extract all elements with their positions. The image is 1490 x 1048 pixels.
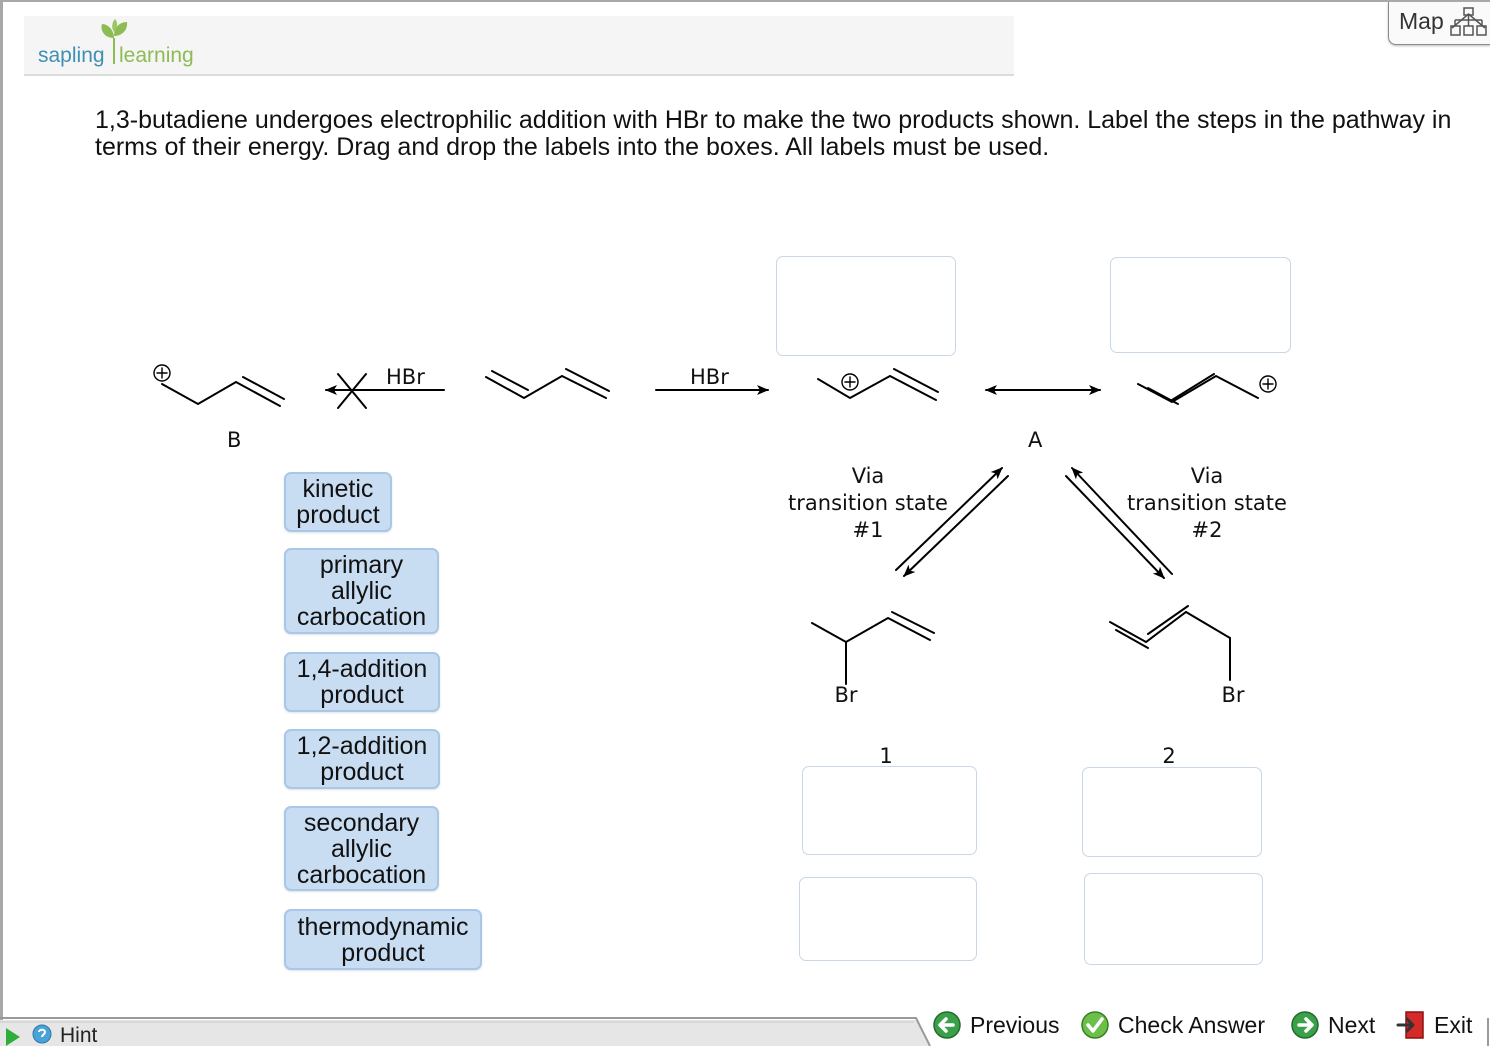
drop-box-product-2-lower[interactable] xyxy=(1084,873,1263,965)
reagent-hbr-left: HBr xyxy=(386,365,425,389)
window-left-border xyxy=(0,0,3,1046)
drop-box-carbocation-right[interactable] xyxy=(1110,257,1291,353)
blocked-arrow-to-B xyxy=(325,373,445,409)
chip-text-line1: primary xyxy=(319,551,404,579)
via-left-line3: #1 xyxy=(853,518,884,542)
product-2-structure xyxy=(1109,605,1231,681)
carbocation-A-right-structure xyxy=(1137,373,1277,405)
sitemap-icon xyxy=(1450,7,1487,36)
brand-name-sapling: sapling xyxy=(38,44,105,67)
chip-text-line2: product xyxy=(320,758,404,786)
product-1-bromine: Br xyxy=(834,683,857,707)
question-text: 1,3-butadiene undergoes electrophilic ad… xyxy=(95,106,1452,161)
via-left-line2: transition state xyxy=(788,491,948,515)
chip-text-line2: product xyxy=(320,681,404,709)
checkmark-icon xyxy=(1081,1011,1109,1039)
exit-label: Exit xyxy=(1434,1011,1473,1038)
via-left-line1: Via xyxy=(852,464,885,488)
reagent-hbr-right: HBr xyxy=(690,365,729,389)
hint-toggle[interactable] xyxy=(0,1024,110,1046)
exit-door-icon xyxy=(1396,1011,1424,1039)
map-button[interactable]: Map xyxy=(1388,2,1490,45)
product-1-structure xyxy=(811,611,935,685)
next-button[interactable]: Next xyxy=(1290,1010,1375,1040)
window-top-border xyxy=(0,0,1490,2)
chip-text-line1: 1,2-addition xyxy=(296,732,428,760)
label-A: A xyxy=(1028,428,1043,452)
play-triangle-icon xyxy=(6,1028,20,1046)
chip-text-line3: carbocation xyxy=(296,603,427,631)
via-right-line3: #2 xyxy=(1192,518,1223,542)
next-label: Next xyxy=(1328,1011,1376,1038)
butadiene-structure xyxy=(485,368,610,400)
brand-header: sapling learning xyxy=(24,16,1014,76)
drop-box-product-1-upper[interactable] xyxy=(802,766,977,855)
carbocation-A-left-structure xyxy=(817,368,939,401)
chip-text-line2: allylic xyxy=(330,577,393,605)
previous-label: Previous xyxy=(970,1011,1060,1038)
chip-text-line1: 1,4-addition xyxy=(296,655,428,683)
arrow-left-icon xyxy=(933,1011,961,1039)
label-B: B xyxy=(227,428,241,452)
chip-text-line2: product xyxy=(341,938,425,967)
arrow-right-icon xyxy=(1291,1011,1319,1039)
via-right-line1: Via xyxy=(1191,464,1224,488)
exit-button[interactable]: Exit xyxy=(1396,1010,1472,1040)
reaction-scheme: HBr HBr B A Via transition state #1 Via … xyxy=(153,364,1287,768)
product-1-number: 1 xyxy=(879,744,892,768)
previous-button[interactable]: Previous xyxy=(932,1010,1059,1040)
chip-text-line3: carbocation xyxy=(296,860,427,889)
chip-text-line1: secondary xyxy=(303,808,420,837)
via-right-line2: transition state xyxy=(1127,491,1287,515)
chip-text-line2: product xyxy=(296,501,380,529)
equilibrium-arrows-2 xyxy=(1065,467,1173,579)
bottom-navigation-bar xyxy=(0,1017,1489,1046)
drop-box-product-2-upper[interactable] xyxy=(1082,767,1262,857)
check-answer-button[interactable]: Check Answer xyxy=(1080,1010,1265,1040)
map-button-label: Map xyxy=(1399,8,1444,34)
sapling-leaf-icon xyxy=(101,19,128,64)
chip-text-line1: thermodynamic xyxy=(297,912,469,941)
chip-text-line1: kinetic xyxy=(302,475,374,503)
carbocation-B-structure xyxy=(153,364,285,407)
drop-box-product-1-lower[interactable] xyxy=(799,877,977,961)
equilibrium-arrows-1 xyxy=(895,467,1009,577)
check-answer-label: Check Answer xyxy=(1118,1011,1266,1038)
product-2-bromine: Br xyxy=(1221,683,1244,707)
brand-name-learning: learning xyxy=(119,44,194,67)
lightbulb-icon xyxy=(32,1024,52,1044)
product-2-number: 2 xyxy=(1162,744,1175,768)
drop-box-carbocation-left[interactable] xyxy=(776,256,956,356)
hint-label: Hint xyxy=(60,1024,98,1047)
chip-text-line2: allylic xyxy=(330,834,393,863)
